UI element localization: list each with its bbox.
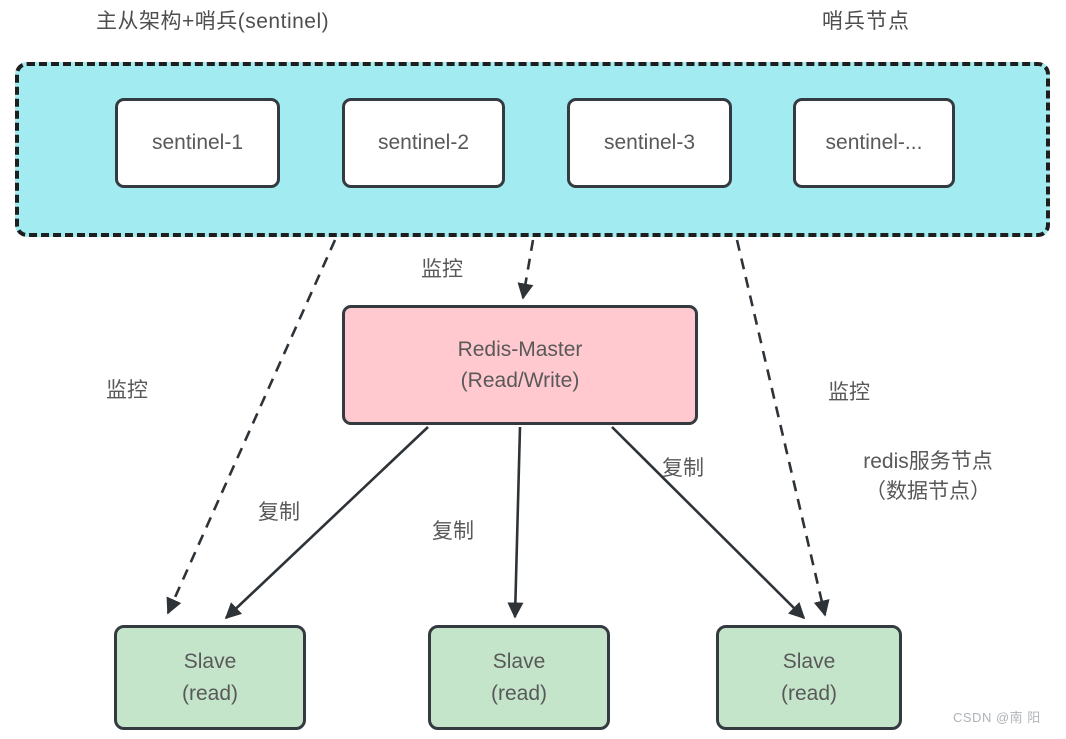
- data-nodes-note: redis服务节点 （数据节点）: [838, 447, 1018, 508]
- data-nodes-note-line1: redis服务节点: [863, 450, 993, 473]
- replicate-label-left: 复制: [258, 501, 300, 524]
- replicate-label-right: 复制: [662, 457, 704, 480]
- sentinel-3-label: sentinel-3: [603, 131, 696, 155]
- sentinel-2-label: sentinel-2: [377, 131, 470, 155]
- sentinel-3-node: sentinel-3: [567, 98, 732, 188]
- replicate-arrow-left: [224, 426, 429, 620]
- sentinel-n-node: sentinel-...: [793, 98, 955, 188]
- sentinel-n-label: sentinel-...: [825, 131, 923, 155]
- slave-node-3: Slave (read): [716, 625, 902, 730]
- monitor-arrow-left: [166, 239, 337, 615]
- replicate-arrow-center: [507, 426, 524, 619]
- slave-2-name: Slave: [492, 650, 546, 673]
- monitor-arrow-right: [735, 239, 830, 617]
- redis-master-mode: (Read/Write): [460, 369, 580, 392]
- sentinel-1-label: sentinel-1: [151, 131, 244, 155]
- slave-3-mode: (read): [780, 681, 838, 705]
- sentinel-1-node: sentinel-1: [115, 98, 280, 188]
- slave-3-name: Slave: [782, 650, 836, 673]
- slave-1-mode: (read): [181, 681, 239, 705]
- sentinel-zone-label: 哨兵节点: [822, 10, 910, 33]
- monitor-arrow-center: [517, 239, 535, 300]
- slave-node-1: Slave (read): [114, 625, 306, 730]
- monitor-label-right: 监控: [828, 381, 870, 404]
- monitor-label-left: 监控: [106, 379, 148, 402]
- replicate-arrow-right: [611, 426, 806, 620]
- redis-master-node: Redis-Master (Read/Write): [342, 305, 698, 425]
- monitor-label-center: 监控: [421, 258, 463, 281]
- slave-1-name: Slave: [183, 650, 237, 673]
- diagram-title: 主从架构+哨兵(sentinel): [96, 10, 330, 33]
- slave-node-2: Slave (read): [428, 625, 610, 730]
- slave-2-mode: (read): [490, 681, 548, 705]
- watermark: CSDN @南 阳: [953, 710, 1041, 725]
- redis-master-name: Redis-Master: [457, 337, 583, 361]
- data-nodes-note-line2: （数据节点）: [865, 480, 991, 504]
- replicate-label-center: 复制: [432, 520, 474, 543]
- sentinel-2-node: sentinel-2: [342, 98, 505, 188]
